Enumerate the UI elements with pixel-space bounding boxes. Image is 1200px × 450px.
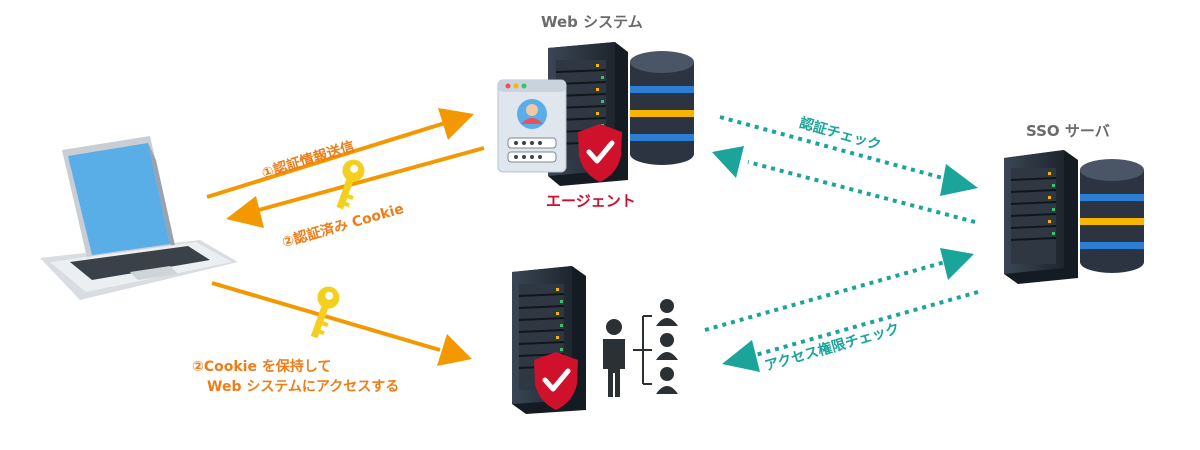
arrow-auth-check-from-sso <box>712 146 976 224</box>
arrow-auth-check-to-sso <box>719 115 978 196</box>
arrow-cookie-access <box>211 281 472 366</box>
key-icon <box>336 159 365 210</box>
cookie-access-label: ②Cookie を保持して Web システムにアクセスする <box>192 357 452 397</box>
user-group-icon <box>603 299 678 397</box>
arrow-access-check-from-sso <box>722 290 979 372</box>
key-icon <box>310 286 340 339</box>
cookie-access-line2: Web システムにアクセスする <box>207 379 400 395</box>
shield-check-icon <box>534 352 578 410</box>
sso-server-label: SSO サーバ <box>1026 122 1110 140</box>
arrow-access-check-to-sso <box>704 248 974 332</box>
database-icon <box>1080 159 1144 273</box>
login-card-icon <box>497 79 567 173</box>
arrow-auth-cookie <box>226 146 485 228</box>
cookie-access-line1: ②Cookie を保持して <box>192 359 332 375</box>
laptop-icon <box>40 136 238 300</box>
agent-label: エージェント <box>546 192 636 210</box>
arrow-auth-info <box>206 108 474 199</box>
database-icon <box>630 51 694 165</box>
server-rack-icon <box>1004 150 1078 284</box>
web-system-label: Web システム <box>541 13 643 31</box>
shield-check-icon <box>578 124 622 182</box>
